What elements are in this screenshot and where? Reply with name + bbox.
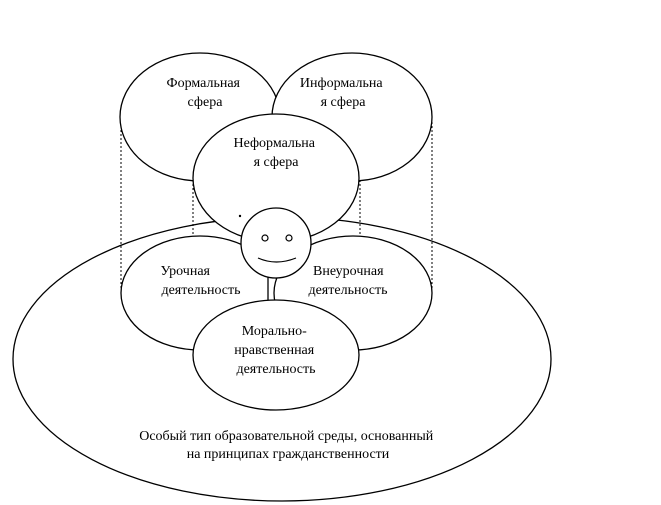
smiley-eye-icon [285,234,293,242]
informal-sphere-label: Информальна я сфера [300,76,386,110]
formal-sphere-label: Формальная сфера [167,76,244,110]
smiley-face-icon [240,207,312,279]
smiley-mouth-icon [257,257,297,263]
moral-activity-circle [192,299,360,411]
extracurricular-activity-label: Внеурочная деятельность [308,264,387,298]
environment-label: Особый тип образовательной среды, основа… [139,429,437,462]
dot-mark [238,214,242,218]
smiley-eye-icon [261,234,269,242]
moral-activity-label: Морально- нравственная деятельность [234,324,317,377]
lesson-activity-label: Урочная деятельность [160,264,240,298]
nonformal-sphere-label: Неформальна я сфера [233,136,318,170]
